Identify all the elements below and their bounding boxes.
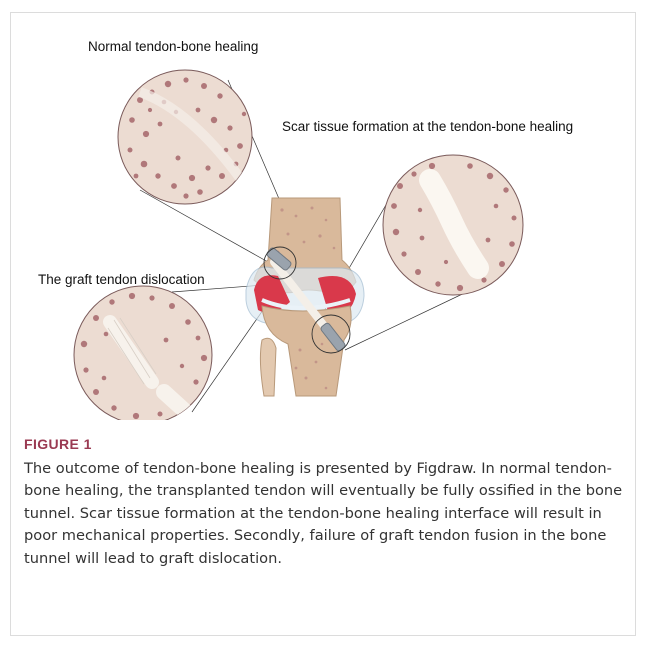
figure-number: FIGURE 1 (24, 436, 624, 452)
label-normal-healing: Normal tendon-bone healing (88, 39, 258, 54)
figure-caption-text: The outcome of tendon-bone healing is pr… (24, 458, 624, 570)
scar-tissue-magnification (383, 155, 523, 295)
fibula-bone (260, 338, 276, 396)
figure-illustration: Normal tendon-bone healing Scar tissue f… (0, 0, 648, 420)
label-graft-dislocation: The graft tendon dislocation (38, 272, 205, 287)
label-scar-tissue: Scar tissue formation at the tendon-bone… (282, 119, 573, 134)
dislocation-magnification (74, 286, 212, 420)
knee-joint-illustration (246, 198, 364, 396)
figure-caption: FIGURE 1 The outcome of tendon-bone heal… (24, 436, 624, 570)
normal-healing-magnification (118, 70, 252, 204)
